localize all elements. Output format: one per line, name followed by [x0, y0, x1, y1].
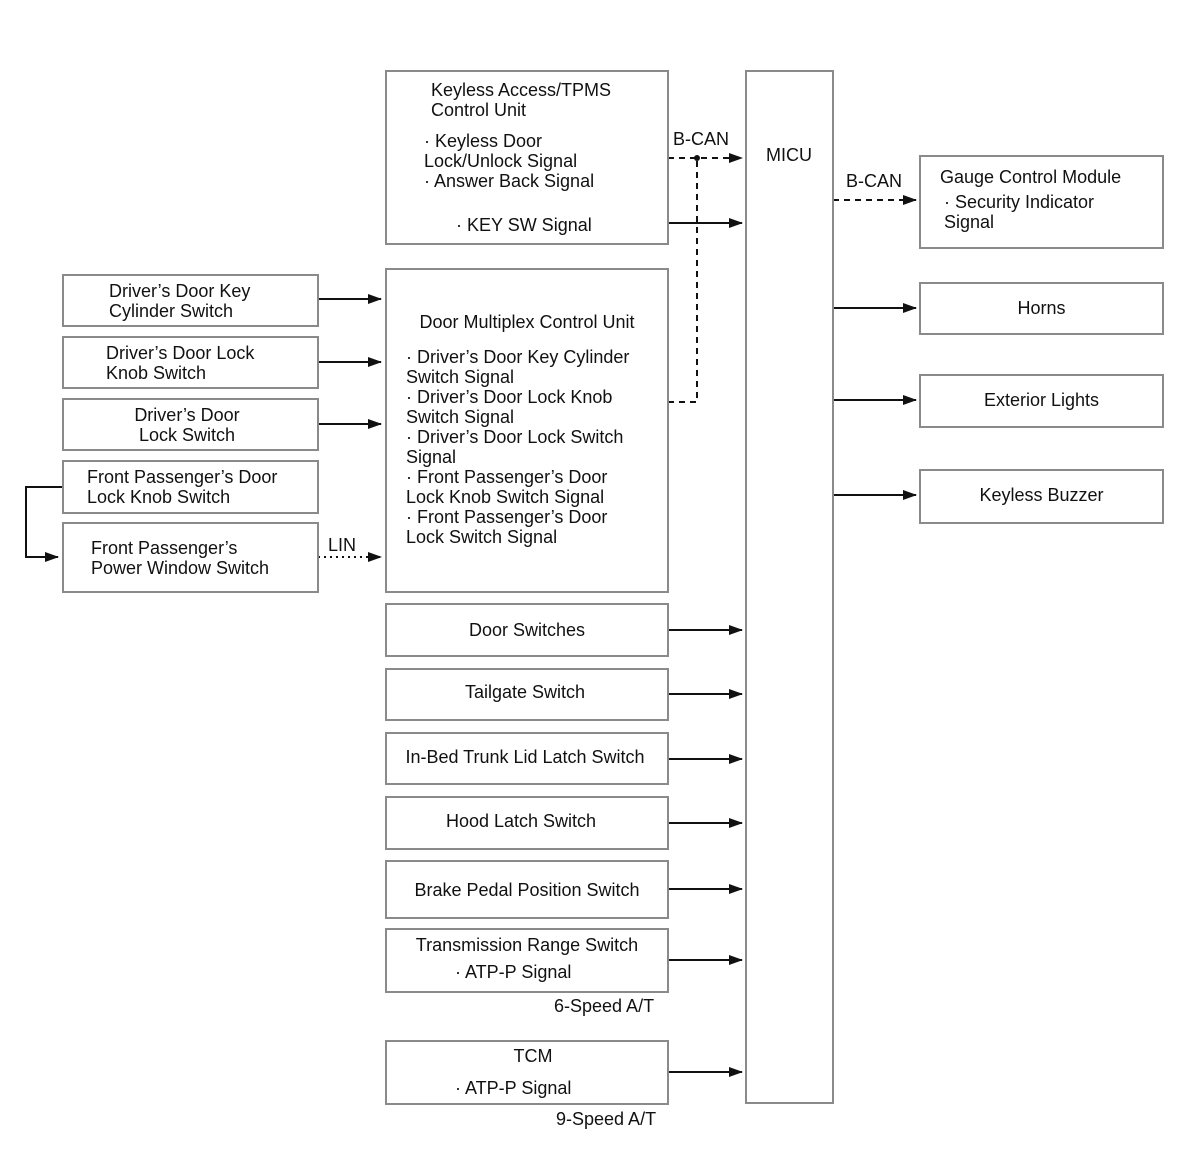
micu-title: MICU [766, 145, 812, 165]
lock-knob-switch-box [62, 336, 319, 389]
micu-box [745, 70, 834, 1104]
hood-latch-switch-box [385, 796, 669, 850]
horns-label: Horns [1017, 298, 1066, 318]
fp-door-lock-knob-switch-box [62, 460, 319, 514]
transmission-range-switch-title: Transmission Range Switch [415, 935, 639, 955]
fp-power-window-switch-box [62, 522, 319, 593]
bcan-door-mpcu-wire [668, 158, 698, 403]
brake-pedal-position-switch-label: Brake Pedal Position Switch [414, 880, 640, 900]
hood-latch-switch-label: Hood Latch Switch [445, 811, 597, 831]
lin-label: LIN [328, 535, 357, 555]
fp-power-window-switch-label: Front Passenger’s Power Window Switch [91, 538, 270, 578]
tailgate-switch-label: Tailgate Switch [464, 682, 586, 702]
bcan-label-left: B-CAN [673, 129, 730, 149]
gauge-control-module-box [919, 155, 1164, 249]
nine-speed-at-note: 9-Speed A/T [556, 1109, 657, 1129]
gauge-signal: · Security Indicator Signal [944, 192, 1095, 232]
key-cylinder-switch-label: Driver’s Door Key Cylinder Switch [109, 281, 251, 321]
tcm-title: TCM [513, 1046, 553, 1066]
horns-box [919, 282, 1164, 335]
exterior-lights-label: Exterior Lights [983, 390, 1100, 410]
lock-switch-box [62, 398, 319, 451]
in-bed-trunk-lid-latch-switch-label: In-Bed Trunk Lid Latch Switch [405, 747, 645, 767]
door-multiplex-control-unit-box [385, 268, 669, 593]
six-speed-at-note: 6-Speed A/T [554, 996, 655, 1016]
door-mpcu-title: Door Multiplex Control Unit [419, 312, 635, 332]
keyless-buzzer-box [919, 469, 1164, 524]
transmission-range-switch-signal: · ATP-P Signal [455, 962, 572, 982]
tcm-signal: · ATP-P Signal [455, 1078, 572, 1098]
brake-pedal-position-switch-box [385, 860, 669, 919]
tcm-box [385, 1040, 669, 1105]
keyless-key-sw-signal: · KEY SW Signal [456, 215, 592, 235]
gauge-title: Gauge Control Module [940, 167, 1122, 187]
tailgate-switch-box [385, 668, 669, 721]
keyless-title: Keyless Access/TPMS Control Unit [431, 80, 612, 120]
fp-door-lock-knob-switch-label: Front Passenger’s Door Lock Knob Switch [87, 467, 278, 507]
door-mpcu-signals: · Driver’s Door Key Cylinder Switch Sign… [406, 347, 630, 547]
key-cylinder-switch-box [62, 274, 319, 327]
door-switches-label: Door Switches [468, 620, 586, 640]
exterior-lights-box [919, 374, 1164, 428]
bcan-label-right: B-CAN [846, 171, 903, 191]
in-bed-trunk-lid-latch-switch-box [385, 732, 669, 785]
keyless-signals: · Keyless Door Lock/Unlock Signal · Answ… [424, 131, 595, 191]
transmission-range-switch-box [385, 928, 669, 993]
lock-switch-label: Driver’s Door Lock Switch [134, 405, 240, 445]
lock-knob-switch-label: Driver’s Door Lock Knob Switch [106, 343, 255, 383]
keyless-access-tpms-box [385, 70, 669, 245]
keyless-buzzer-label: Keyless Buzzer [979, 485, 1104, 505]
door-switches-box [385, 603, 669, 657]
bcan-junction-dot [694, 155, 700, 161]
fp-knob-to-window-wire [25, 486, 62, 562]
